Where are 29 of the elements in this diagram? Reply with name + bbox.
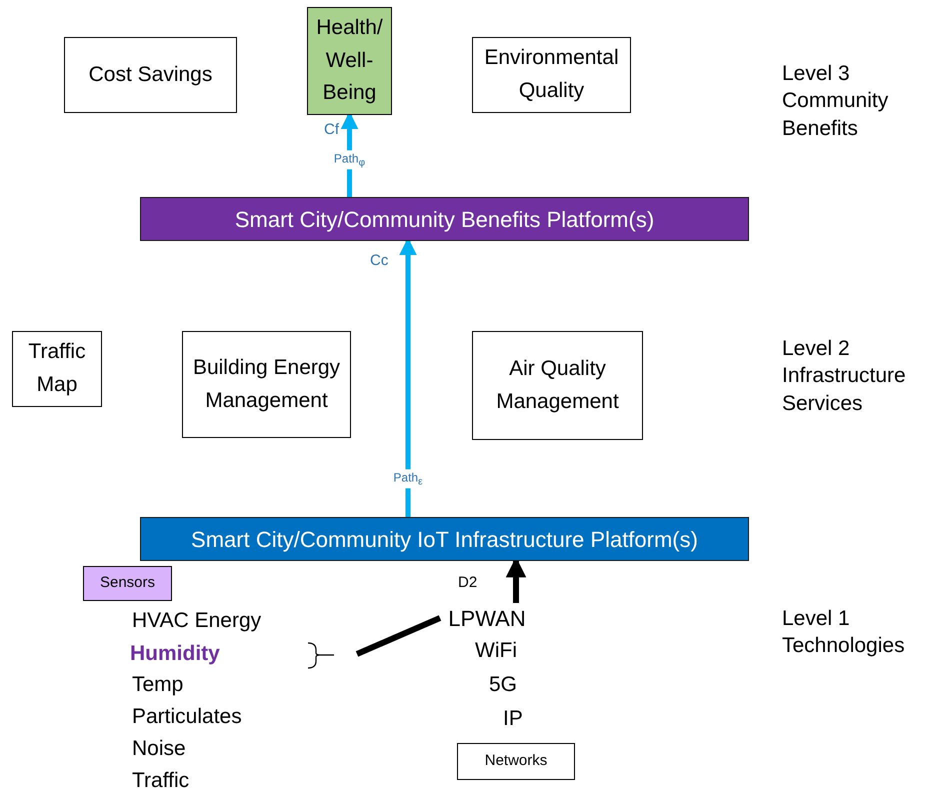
path-label: Cf [324, 120, 339, 140]
service-box: Traffic Map [12, 331, 102, 407]
list-item: Traffic [132, 768, 190, 794]
list-item: HVAC Energy [132, 608, 262, 634]
path-label: D2 [458, 573, 478, 592]
service-box: Building Energy Management [182, 331, 351, 438]
list-item: Noise [132, 736, 186, 762]
platform-bar: Smart City/Community Benefits Platform(s) [140, 197, 749, 241]
edge-label: Path$_{φ}$ [332, 150, 368, 170]
service-box: Cost Savings [64, 37, 237, 113]
category-box: Sensors [83, 566, 172, 601]
list-item: Particulates [132, 704, 242, 730]
category-box: Networks [457, 743, 575, 780]
connector-line [356, 615, 442, 657]
list-item: IP [503, 706, 523, 732]
level-label: Level 2 Infrastructure Services [782, 336, 907, 417]
network-item: LPWAN [443, 603, 531, 633]
platform-bar: Smart City/Community IoT Infrastructure Platform(s) [140, 517, 749, 561]
edge-label: Path$_{ε}$ [391, 469, 425, 489]
path-label: Cc [370, 251, 388, 270]
service-box: Health/ Well-Being [307, 7, 392, 115]
level-label: Level 3 Community Benefits [782, 61, 890, 142]
level-label: Level 1 Technologies [782, 606, 906, 660]
sensor-label: Humidity [130, 641, 220, 668]
list-item: 5G [489, 672, 518, 698]
service-box: Air Quality Management [472, 331, 643, 440]
list-item: Temp [132, 672, 184, 698]
service-box: Environmental Quality [472, 37, 631, 113]
list-item: WiFi [475, 638, 517, 664]
